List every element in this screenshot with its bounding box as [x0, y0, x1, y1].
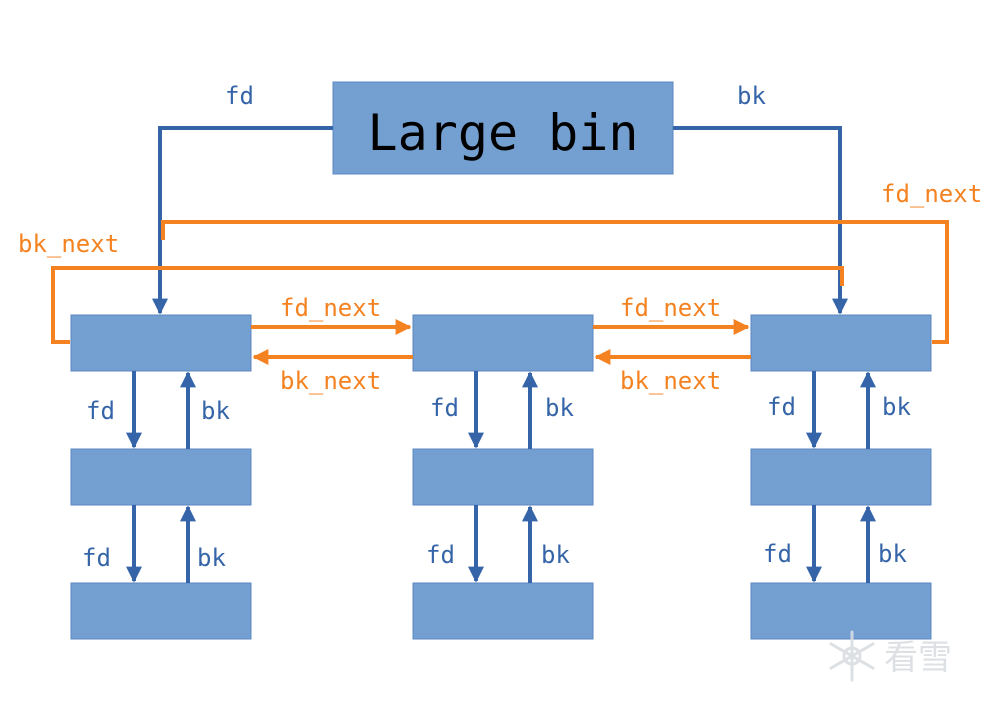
- col3-fd-1-label: fd: [767, 393, 796, 421]
- outer-fd-next-label: fd_next: [881, 180, 982, 208]
- col3-bk-2-label: bk: [878, 540, 907, 568]
- snowflake-icon: [829, 630, 875, 682]
- bk-next-2-1-label: bk_next: [280, 367, 381, 395]
- chunk-3-tail: [750, 582, 932, 640]
- large-bin-title: Large bin: [368, 104, 639, 162]
- chunk-1-tail: [70, 582, 252, 640]
- chunk-3-head: [750, 314, 932, 372]
- col3-bk-1-label: bk: [882, 393, 911, 421]
- header-fd-line: [152, 126, 333, 315]
- bk-next-3-2-label: bk_next: [620, 367, 721, 395]
- header-fd-label: fd: [225, 82, 254, 110]
- col2-fd-2-label: fd: [426, 541, 455, 569]
- col2-bk-2-label: bk: [541, 541, 570, 569]
- chunk-2-tail: [412, 582, 594, 640]
- header-bk-label: bk: [737, 82, 766, 110]
- watermark-text: 看雪: [884, 638, 952, 678]
- large-bin-box: [332, 81, 674, 175]
- col2-fd-1-label: fd: [430, 394, 459, 422]
- outer-bk-next-label: bk_next: [18, 230, 119, 258]
- header-bk-line: [673, 126, 848, 315]
- col1-fd-2-label: fd: [82, 544, 111, 572]
- col1-bk-1-label: bk: [201, 397, 230, 425]
- chunk-1-head: [70, 314, 252, 372]
- chunk-2-mid: [412, 448, 594, 506]
- outer-fd-next-line: [161, 220, 949, 344]
- chunk-1-mid: [70, 448, 252, 506]
- watermark: 看雪: [829, 630, 952, 682]
- col3-fd-2-label: fd: [763, 540, 792, 568]
- chunk-3-mid: [750, 448, 932, 506]
- fd-next-1-2-label: fd_next: [280, 294, 381, 322]
- col2-bk-1-label: bk: [545, 394, 574, 422]
- col1-fd-1-label: fd: [86, 397, 115, 425]
- col1-bk-2-label: bk: [197, 544, 226, 572]
- fd-next-2-3-label: fd_next: [620, 294, 721, 322]
- outer-bk-next-line: [51, 266, 844, 344]
- chunk-2-head: [412, 314, 594, 372]
